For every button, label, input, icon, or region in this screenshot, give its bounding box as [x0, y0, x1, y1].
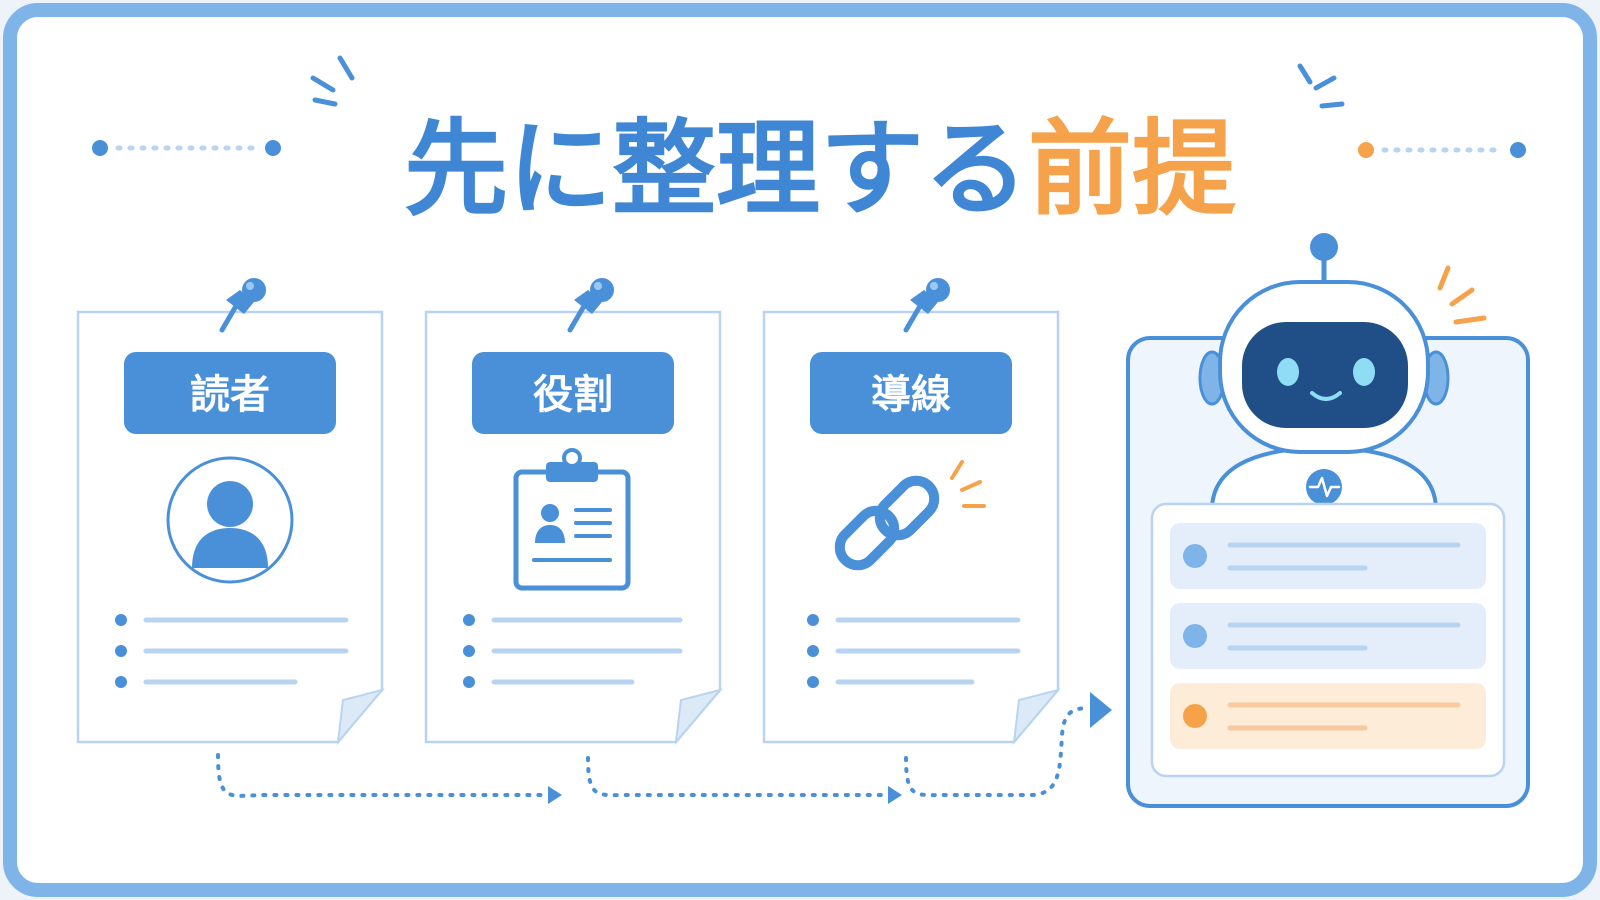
pushpin-icon — [903, 278, 950, 333]
chain-link-icon — [834, 460, 986, 571]
pushpin-icon — [219, 278, 266, 333]
arrow-right-icon — [1090, 692, 1112, 728]
page-title: 先に整理する前提 — [404, 108, 1236, 230]
card-reader: 読者 — [76, 278, 385, 746]
card-label: 役割 — [533, 372, 613, 418]
title-deco-right — [1297, 63, 1526, 158]
card-bullet-lines — [115, 614, 349, 688]
title-deco-left — [92, 55, 355, 156]
card-bullet-lines — [807, 614, 1021, 688]
card-label: 導線 — [871, 372, 951, 418]
card-label-badge — [810, 352, 1012, 434]
robot-panel — [1126, 233, 1530, 808]
pushpin-icon — [567, 278, 614, 333]
flow-arrows — [216, 692, 1112, 804]
robot-icon — [1198, 233, 1487, 512]
card-label-badge — [124, 352, 336, 434]
arrow-right-icon — [548, 786, 562, 804]
card-bullet-lines — [463, 614, 683, 688]
card-role: 役割 — [424, 278, 723, 746]
output-row-2 — [1170, 603, 1486, 669]
arrow-right-icon — [888, 786, 902, 804]
card-path: 導線 — [762, 278, 1061, 746]
user-avatar-icon — [166, 456, 294, 584]
output-row-3 — [1170, 683, 1486, 749]
card-label: 読者 — [190, 372, 270, 418]
clipboard-profile-icon — [513, 448, 631, 591]
output-row-1 — [1170, 523, 1486, 589]
card-label-badge — [472, 352, 674, 434]
